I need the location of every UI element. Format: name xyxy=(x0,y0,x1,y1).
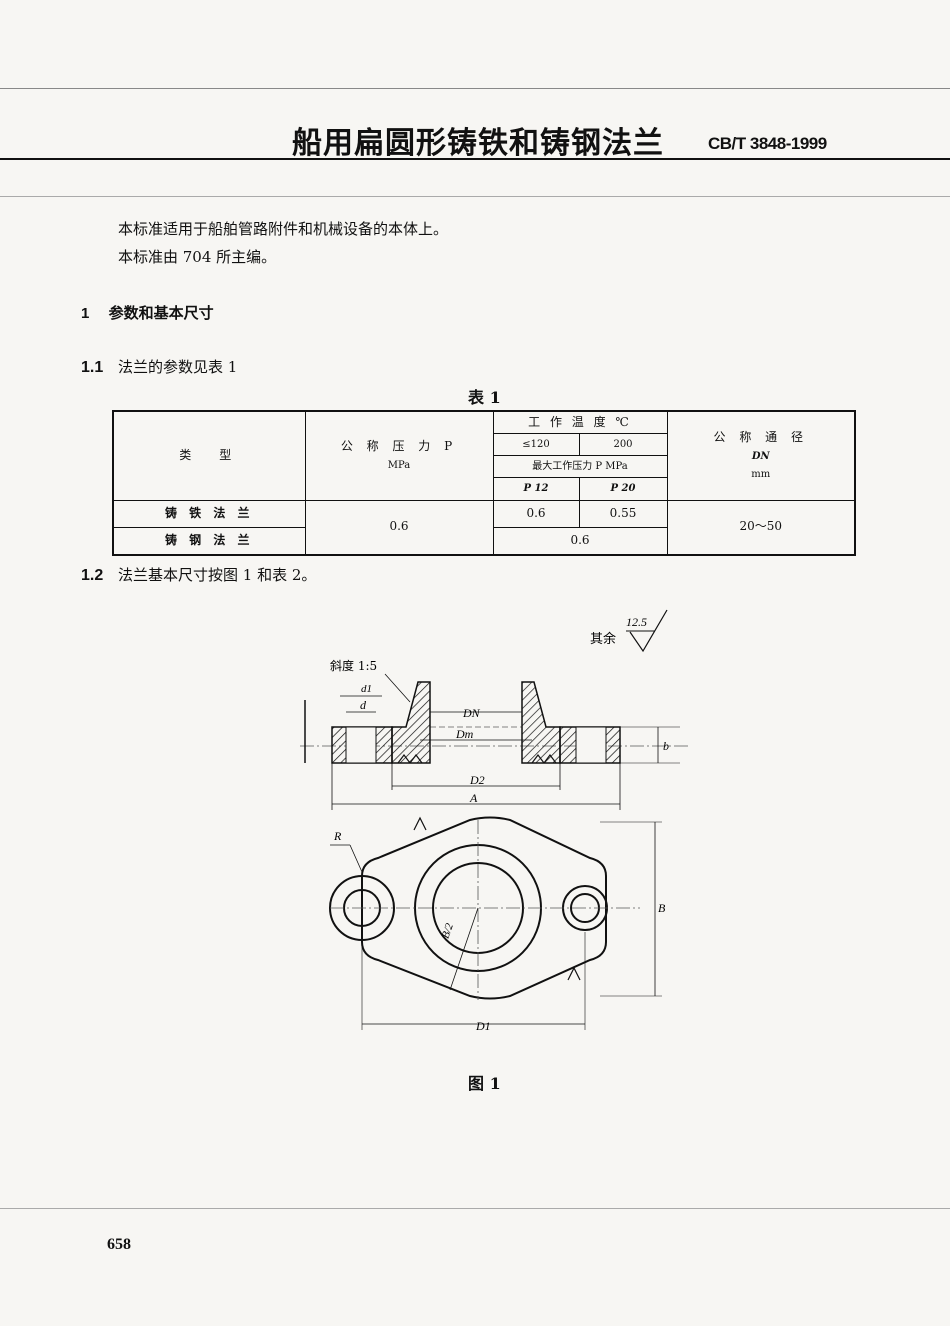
temp-low: ≤120 xyxy=(492,432,580,457)
header-type: 类 型 xyxy=(112,410,306,501)
section-1-1: 1.1 法兰的参数见表 1 xyxy=(81,356,237,377)
header-top-rule xyxy=(0,88,950,89)
footer-rule xyxy=(0,1208,950,1209)
label-Dm: Dm xyxy=(455,727,474,741)
max-pressure: 最大工作压力 P MPa xyxy=(492,455,668,479)
table-1-caption: 表 1 xyxy=(468,388,501,407)
label-d: d xyxy=(360,698,367,712)
header-faint-rule xyxy=(0,196,950,197)
section-1-2: 1.2 法兰基本尺寸按图 1 和表 2。 xyxy=(81,564,316,585)
label-d1: d1 xyxy=(361,683,372,695)
section-view: DN Dm D2 A d1 d 斜度 1:5 b xyxy=(300,658,690,810)
document-title: 船用扁圆形铸铁和铸钢法兰 xyxy=(292,126,664,161)
header-dn-unit: mm xyxy=(751,468,771,480)
section-1-1-text: 法兰的参数见表 1 xyxy=(118,358,238,376)
plan-view: R B/2 B D1 xyxy=(329,816,666,1033)
header-pressure: 公 称 压 力 P MPa xyxy=(304,410,494,501)
nominal-pressure-value: 0.6 xyxy=(304,499,494,556)
intro-line-1: 本标准适用于船舶管路附件和机械设备的本体上。 xyxy=(118,220,449,238)
table-1: 类 型 公 称 压 力 P MPa 工 作 温 度 ℃ 公 称 通 径 DN m… xyxy=(112,410,856,556)
row-cast-iron-p20: 0.55 xyxy=(578,499,668,529)
section-1-heading: 1 参数和基本尺寸 xyxy=(81,302,214,323)
header-pressure-label: 公 称 压 力 P xyxy=(340,439,458,454)
figure-1-drawing: 其余 12.5 DN Dm D2 xyxy=(300,609,690,1033)
label-A: A xyxy=(469,791,478,805)
standard-number: CB/T 3848-1999 xyxy=(708,134,827,153)
row-cast-steel-pressure: 0.6 xyxy=(492,527,668,556)
header-dn: 公 称 通 径 DN mm xyxy=(666,410,856,501)
label-D1: D1 xyxy=(475,1019,491,1033)
section-1-1-number: 1.1 xyxy=(81,359,104,376)
section-1-2-number: 1.2 xyxy=(81,567,104,584)
row-cast-iron-p12: 0.6 xyxy=(492,499,580,529)
section-1-title: 参数和基本尺寸 xyxy=(108,304,214,322)
roughness-note: 其余 xyxy=(590,631,616,647)
label-D2: D2 xyxy=(469,773,485,787)
temp-high: 200 xyxy=(578,432,668,457)
figure-1-caption: 图 1 xyxy=(468,1074,501,1093)
row-cast-steel-type: 铸 钢 法 兰 xyxy=(112,527,306,556)
label-B: B xyxy=(658,901,666,915)
header-dn-label: 公 称 通 径 xyxy=(713,430,808,445)
p12-symbol: P 12 xyxy=(492,477,580,501)
p20-symbol: P 20 xyxy=(578,477,668,501)
dn-range-value: 20～50 xyxy=(666,499,856,556)
header-temp: 工 作 温 度 ℃ xyxy=(492,410,668,434)
taper-label: 斜度 1:5 xyxy=(330,658,377,673)
label-R: R xyxy=(333,829,342,843)
section-1-2-text: 法兰基本尺寸按图 1 和表 2。 xyxy=(118,566,317,584)
label-DN: DN xyxy=(462,706,481,720)
header-bottom-rule xyxy=(0,158,950,160)
label-B2: B/2 xyxy=(440,921,457,940)
label-b: b xyxy=(663,739,669,753)
row-cast-iron-type: 铸 铁 法 兰 xyxy=(112,499,306,529)
roughness-value: 12.5 xyxy=(626,615,647,629)
header-dn-symbol: DN xyxy=(751,451,770,463)
intro-line-2: 本标准由 704 所主编。 xyxy=(118,248,277,266)
page-number: 658 xyxy=(107,1236,131,1253)
header-pressure-unit: MPa xyxy=(387,459,411,471)
section-1-number: 1 xyxy=(81,305,90,322)
roughness-symbol: 其余 12.5 xyxy=(590,609,668,653)
